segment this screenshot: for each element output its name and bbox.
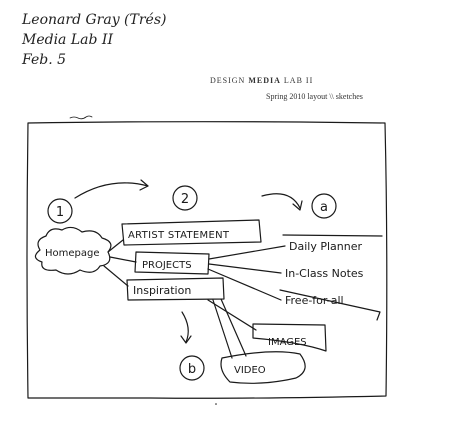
sketch-frame [26, 121, 388, 399]
step-2-circle [172, 185, 198, 211]
inspiration-box [126, 277, 225, 301]
in-class-notes-label: In-Class Notes [285, 267, 364, 280]
connector-inspiration-video [212, 299, 233, 359]
video-box [220, 351, 306, 384]
connector-homepage-projects [109, 256, 137, 263]
connector-projects-free [207, 268, 282, 301]
date-label: Feb. 5 [22, 52, 67, 68]
step-1-label: 1 [56, 205, 64, 220]
connector-homepage-artist [107, 239, 124, 253]
print-title: DESIGN MEDIA LAB II [210, 76, 313, 85]
step-2-label: 2 [181, 192, 189, 207]
arrow-2-to-a [261, 193, 301, 209]
connector-projects-daily [208, 245, 286, 260]
print-subtitle: Spring 2010 layout \\ sketches [266, 92, 363, 101]
images-label: IMAGES [268, 337, 307, 348]
daily-planner-box [282, 234, 383, 237]
images-box [252, 323, 327, 352]
inspiration-label: Inspiration [133, 284, 191, 297]
arrow-2-to-a-head [292, 200, 303, 211]
projects-label: PROJECTS [142, 260, 192, 271]
print-title-bold: MEDIA [248, 76, 281, 85]
frame-scribble [69, 115, 93, 120]
step-b-label: b [188, 362, 196, 377]
homepage-label: Homepage [45, 248, 100, 259]
artist-statement-label: ARTIST STATEMENT [128, 230, 230, 241]
arrow-inspiration-to-b [181, 311, 189, 343]
projects-box [134, 251, 210, 275]
course-name: Media Lab II [22, 32, 113, 48]
connector-homepage-inspiration [103, 265, 129, 287]
step-a-label: a [320, 200, 328, 215]
print-title-prefix: DESIGN [210, 76, 249, 85]
arrow-1-to-2-head [139, 179, 149, 191]
arrow-to-b-head [180, 335, 192, 344]
step-b-circle [179, 355, 205, 381]
step-a-circle [311, 193, 337, 219]
daily-planner-label: Daily Planner [289, 240, 362, 253]
connector-projects-class [208, 263, 282, 274]
stray-dot [215, 403, 217, 405]
connector-inspiration-video-2 [220, 298, 247, 357]
video-label: VIDEO [234, 365, 266, 376]
free-for-all-box [279, 289, 381, 321]
print-title-suffix: LAB II [280, 76, 314, 85]
free-for-all-label: Free-for-all [285, 294, 344, 307]
step-1-circle [47, 198, 73, 224]
artist-statement-box [121, 219, 262, 246]
connector-inspiration-images [207, 299, 257, 331]
author-name: Leonard Gray (Trés) [22, 12, 167, 28]
arrow-1-to-2 [74, 182, 149, 199]
